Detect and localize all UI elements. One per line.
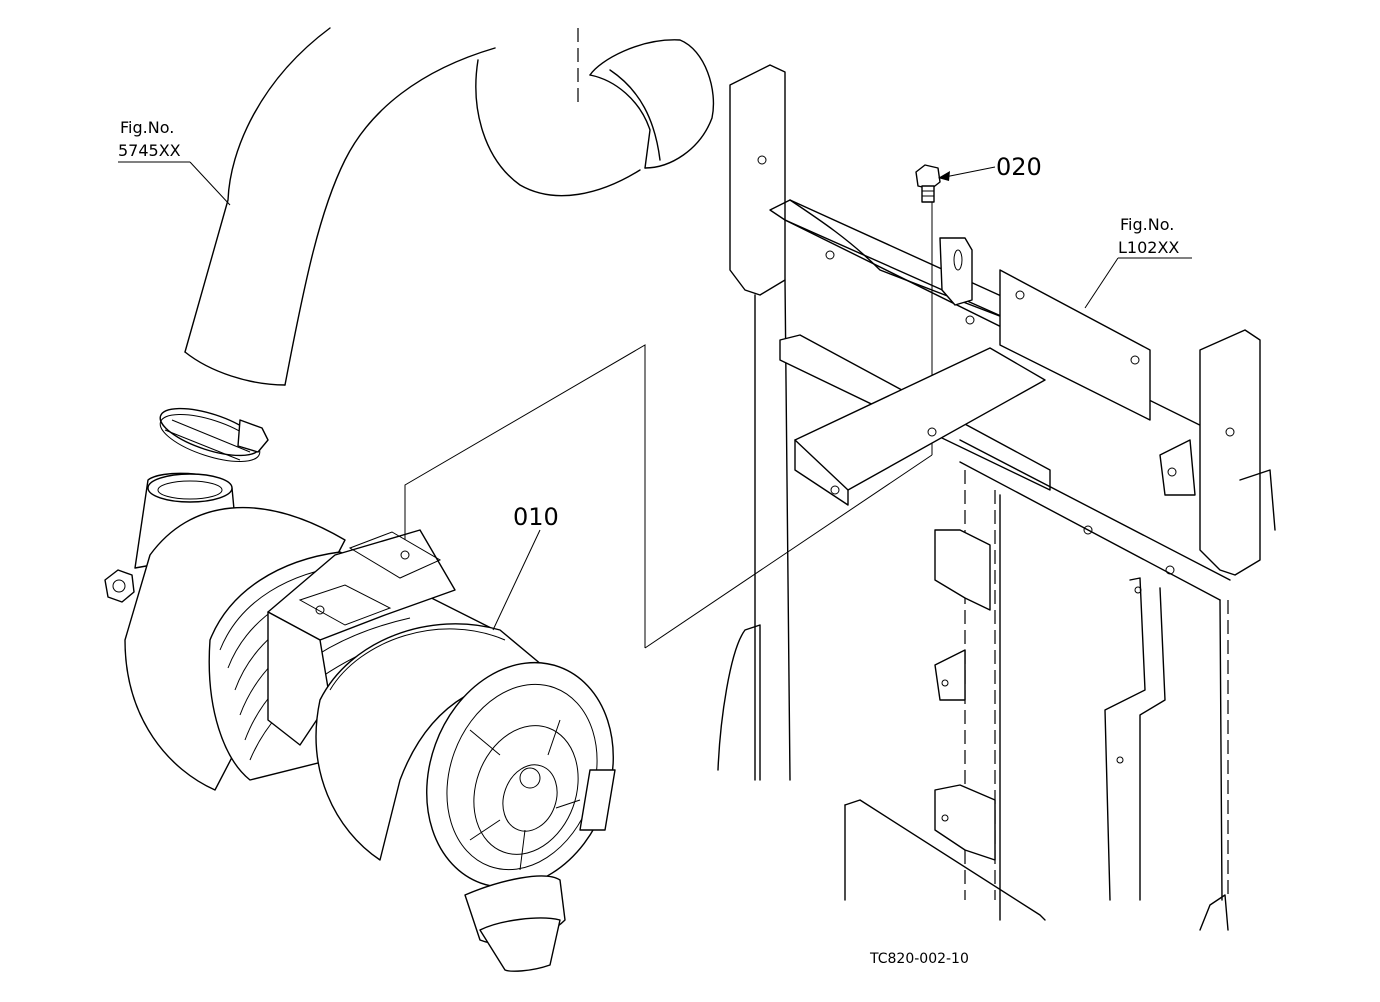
callout-leaders — [118, 161, 1192, 631]
hose-clamp — [159, 407, 269, 462]
air-cleaner — [104, 472, 616, 972]
callout-020: 020 — [996, 153, 1042, 181]
side-bolt-icon — [104, 569, 135, 603]
intake-hose — [184, 27, 715, 386]
machine-frame — [717, 64, 1276, 931]
callout-010: 010 — [513, 503, 559, 531]
fig-ref-frame-line1: Fig.No. — [1120, 215, 1174, 234]
fig-ref-hose-line1: Fig.No. — [120, 118, 174, 137]
drawing-code: TC820-002-10 — [869, 951, 969, 967]
fig-ref-frame-line2: L102XX — [1118, 238, 1179, 257]
fig-ref-hose-line2: 5745XX — [118, 141, 181, 160]
bolt-icon — [915, 164, 941, 203]
